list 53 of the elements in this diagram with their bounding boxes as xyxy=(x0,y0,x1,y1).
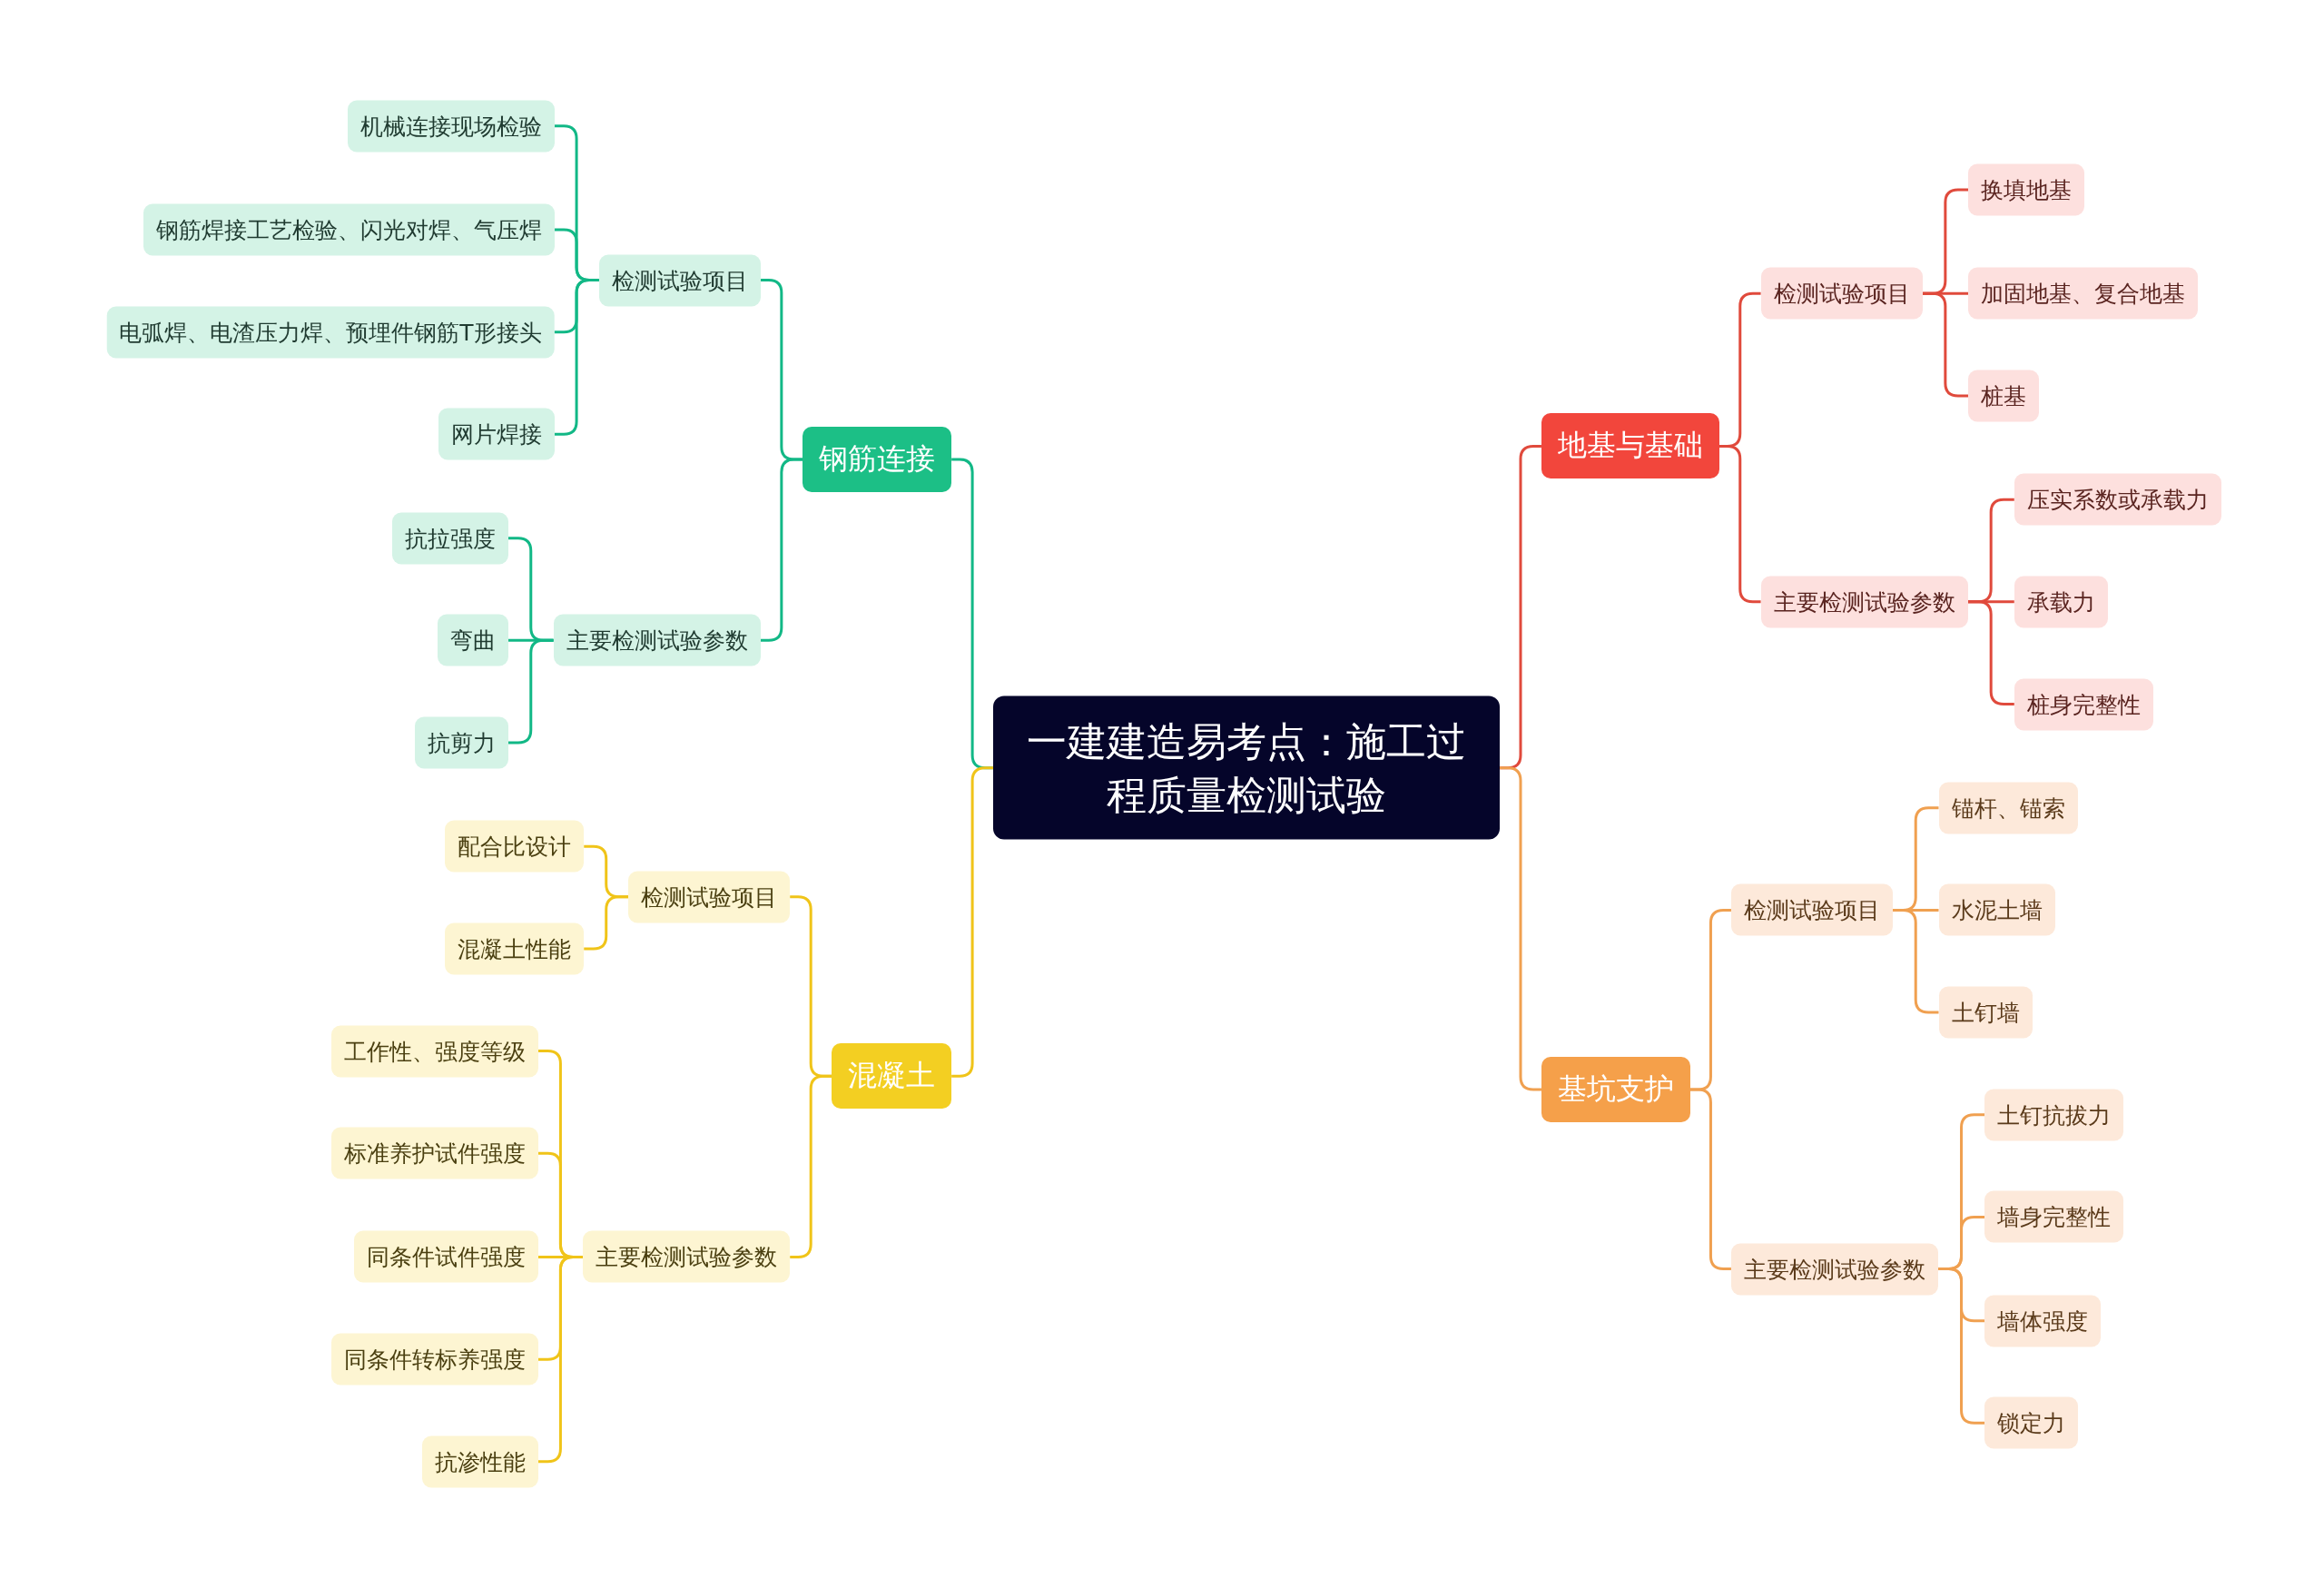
subtopic: 桩身完整性 xyxy=(2014,678,2153,730)
subtopic: 同条件转标养强度 xyxy=(330,1333,538,1386)
subtopic: 墙身完整性 xyxy=(1984,1190,2124,1243)
subtopic: 主要检测试验参数 xyxy=(583,1231,791,1283)
branch-topic: 钢筋连接 xyxy=(803,427,952,493)
subtopic: 钢筋焊接工艺检验、闪光对焊、气压焊 xyxy=(143,203,555,256)
central-topic: 一建建造易考点：施工过程质量检测试验 xyxy=(993,695,1501,841)
connector-line xyxy=(790,1074,832,1258)
subtopic: 主要检测试验参数 xyxy=(553,614,761,666)
subtopic: 承载力 xyxy=(2014,576,2108,628)
subtopic: 锁定力 xyxy=(1984,1396,2079,1449)
subtopic: 同条件试件强度 xyxy=(353,1231,538,1283)
subtopic: 机械连接现场检验 xyxy=(347,100,555,153)
subtopic: 压实系数或承载力 xyxy=(2014,473,2221,526)
connector-line xyxy=(1967,600,2014,705)
connector-line xyxy=(1718,444,1761,604)
connector-line xyxy=(951,766,994,1078)
subtopic: 抗渗性能 xyxy=(421,1435,538,1488)
subtopic: 加固地基、复合地基 xyxy=(1968,267,2199,320)
subtopic: 墙体强度 xyxy=(1984,1295,2102,1347)
subtopic: 抗拉强度 xyxy=(392,512,508,565)
branch-topic: 基坑支护 xyxy=(1541,1057,1690,1122)
subtopic: 土钉抗拔力 xyxy=(1984,1089,2124,1141)
subtopic: 配合比设计 xyxy=(445,820,585,873)
subtopic: 主要检测试验参数 xyxy=(1760,576,1968,628)
connector-line xyxy=(1500,766,1541,1091)
subtopic: 工作性、强度等级 xyxy=(330,1025,538,1078)
subtopic: 标准养护试件强度 xyxy=(330,1127,538,1179)
connector-line xyxy=(508,638,554,745)
subtopic: 检测试验项目 xyxy=(1760,267,1923,320)
subtopic: 主要检测试验参数 xyxy=(1730,1243,1938,1296)
connector-line xyxy=(1922,291,1969,398)
branch-topic: 地基与基础 xyxy=(1541,413,1719,479)
connector-line xyxy=(760,458,803,642)
subtopic: 水泥土墙 xyxy=(1938,883,2055,936)
subtopic: 换填地基 xyxy=(1968,163,2085,216)
connector-line xyxy=(1937,1267,1985,1425)
subtopic: 检测试验项目 xyxy=(628,871,791,923)
subtopic: 混凝土性能 xyxy=(445,922,585,975)
subtopic: 桩基 xyxy=(1968,370,2040,422)
subtopic: 网片焊接 xyxy=(438,408,555,460)
subtopic: 电弧焊、电渣压力焊、预埋件钢筋T形接头 xyxy=(106,306,555,359)
subtopic: 土钉墙 xyxy=(1938,986,2033,1039)
connector-line xyxy=(1689,1088,1731,1271)
subtopic: 弯曲 xyxy=(438,614,508,666)
connector-line xyxy=(537,1256,584,1464)
branch-topic: 混凝土 xyxy=(832,1043,952,1110)
subtopic: 抗剪力 xyxy=(415,716,508,769)
subtopic: 检测试验项目 xyxy=(1730,883,1893,936)
subtopic: 锚杆、锚索 xyxy=(1938,782,2078,834)
connector-line xyxy=(554,279,599,436)
connector-line xyxy=(1892,908,1939,1014)
subtopic: 检测试验项目 xyxy=(598,254,761,307)
